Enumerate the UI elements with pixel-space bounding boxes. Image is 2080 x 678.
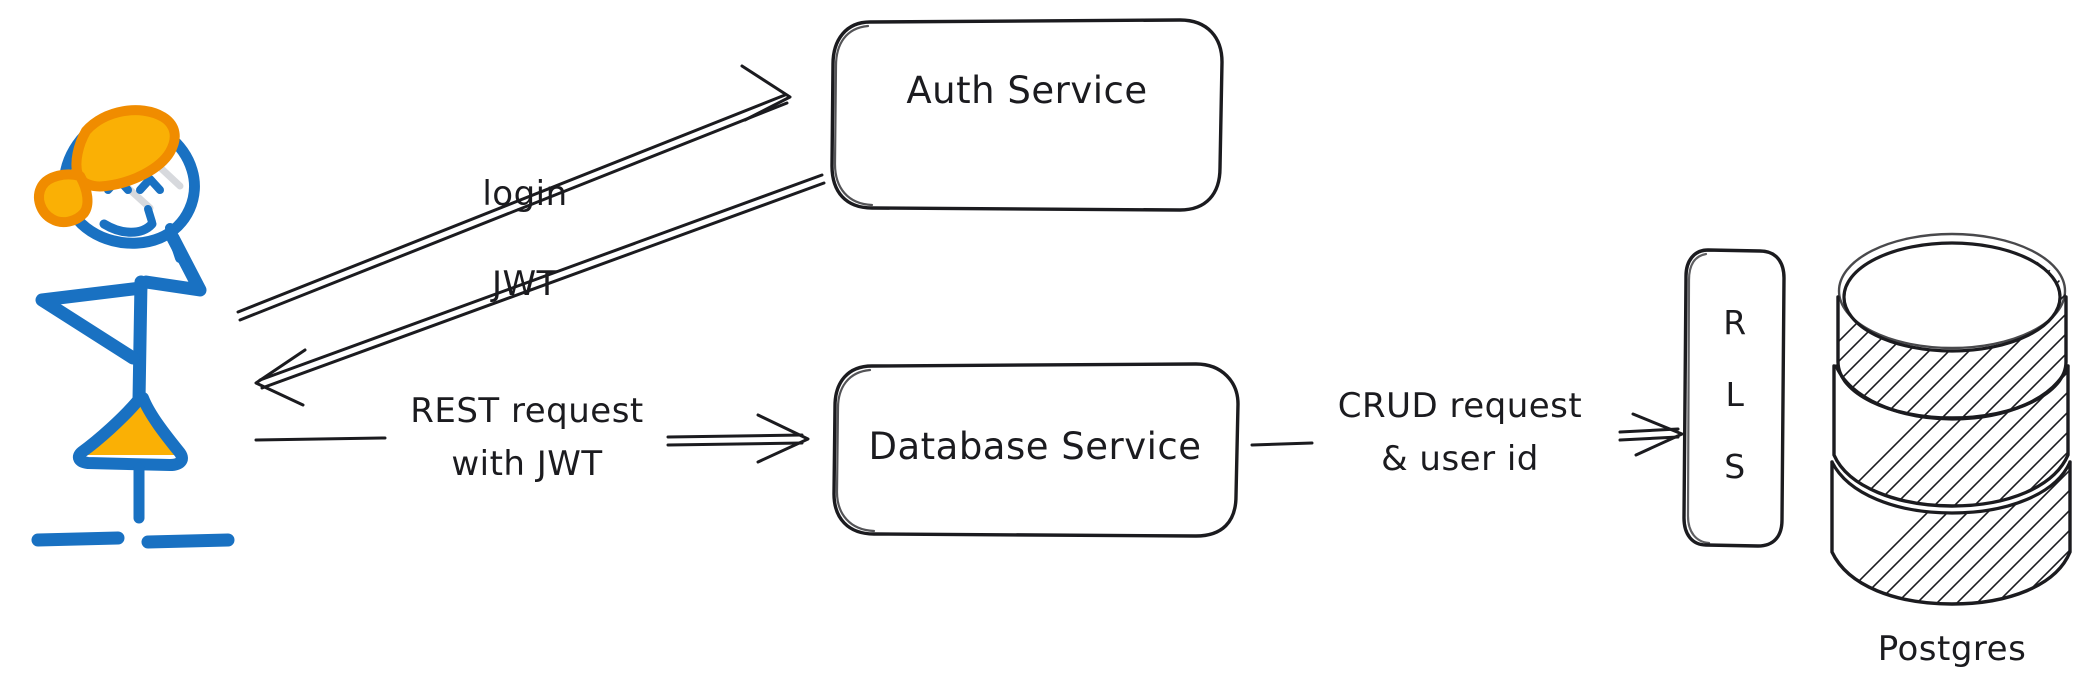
hat <box>71 105 180 192</box>
user-stick-figure <box>31 105 235 549</box>
edge-crud-request <box>1250 412 1684 457</box>
node-auth-service[interactable]: Auth Service <box>830 18 1224 212</box>
db-tier-bottom-hatch <box>1832 462 2070 604</box>
rls-letter-s: S <box>1724 447 1745 486</box>
edge-jwt <box>254 173 826 407</box>
edge-rest-request <box>254 413 810 464</box>
rls-letter-l: L <box>1726 375 1745 414</box>
node-database-service[interactable]: Database Service <box>832 362 1240 538</box>
database-service-label: Database Service <box>868 425 1201 468</box>
edge-label-login: login <box>482 174 567 214</box>
foot-left <box>31 531 125 547</box>
node-rls[interactable]: R L S <box>1682 248 1786 548</box>
foot-right <box>141 533 235 549</box>
edge-label-rest-line1: REST request <box>410 391 644 431</box>
edge-label-jwt: JWT <box>490 264 558 304</box>
postgres-label: Postgres <box>1878 629 2027 669</box>
auth-service-label: Auth Service <box>906 69 1147 112</box>
skirt <box>86 400 178 455</box>
edge-login <box>236 64 792 322</box>
node-postgres[interactable]: Postgres <box>1780 60 2080 678</box>
edge-label-crud-line2: & user id <box>1381 439 1539 479</box>
hat-tail <box>34 169 93 228</box>
edge-label-crud-line1: CRUD request <box>1338 386 1582 426</box>
rls-letter-r: R <box>1723 303 1746 342</box>
edge-label-rest-line2: with JWT <box>451 444 602 484</box>
